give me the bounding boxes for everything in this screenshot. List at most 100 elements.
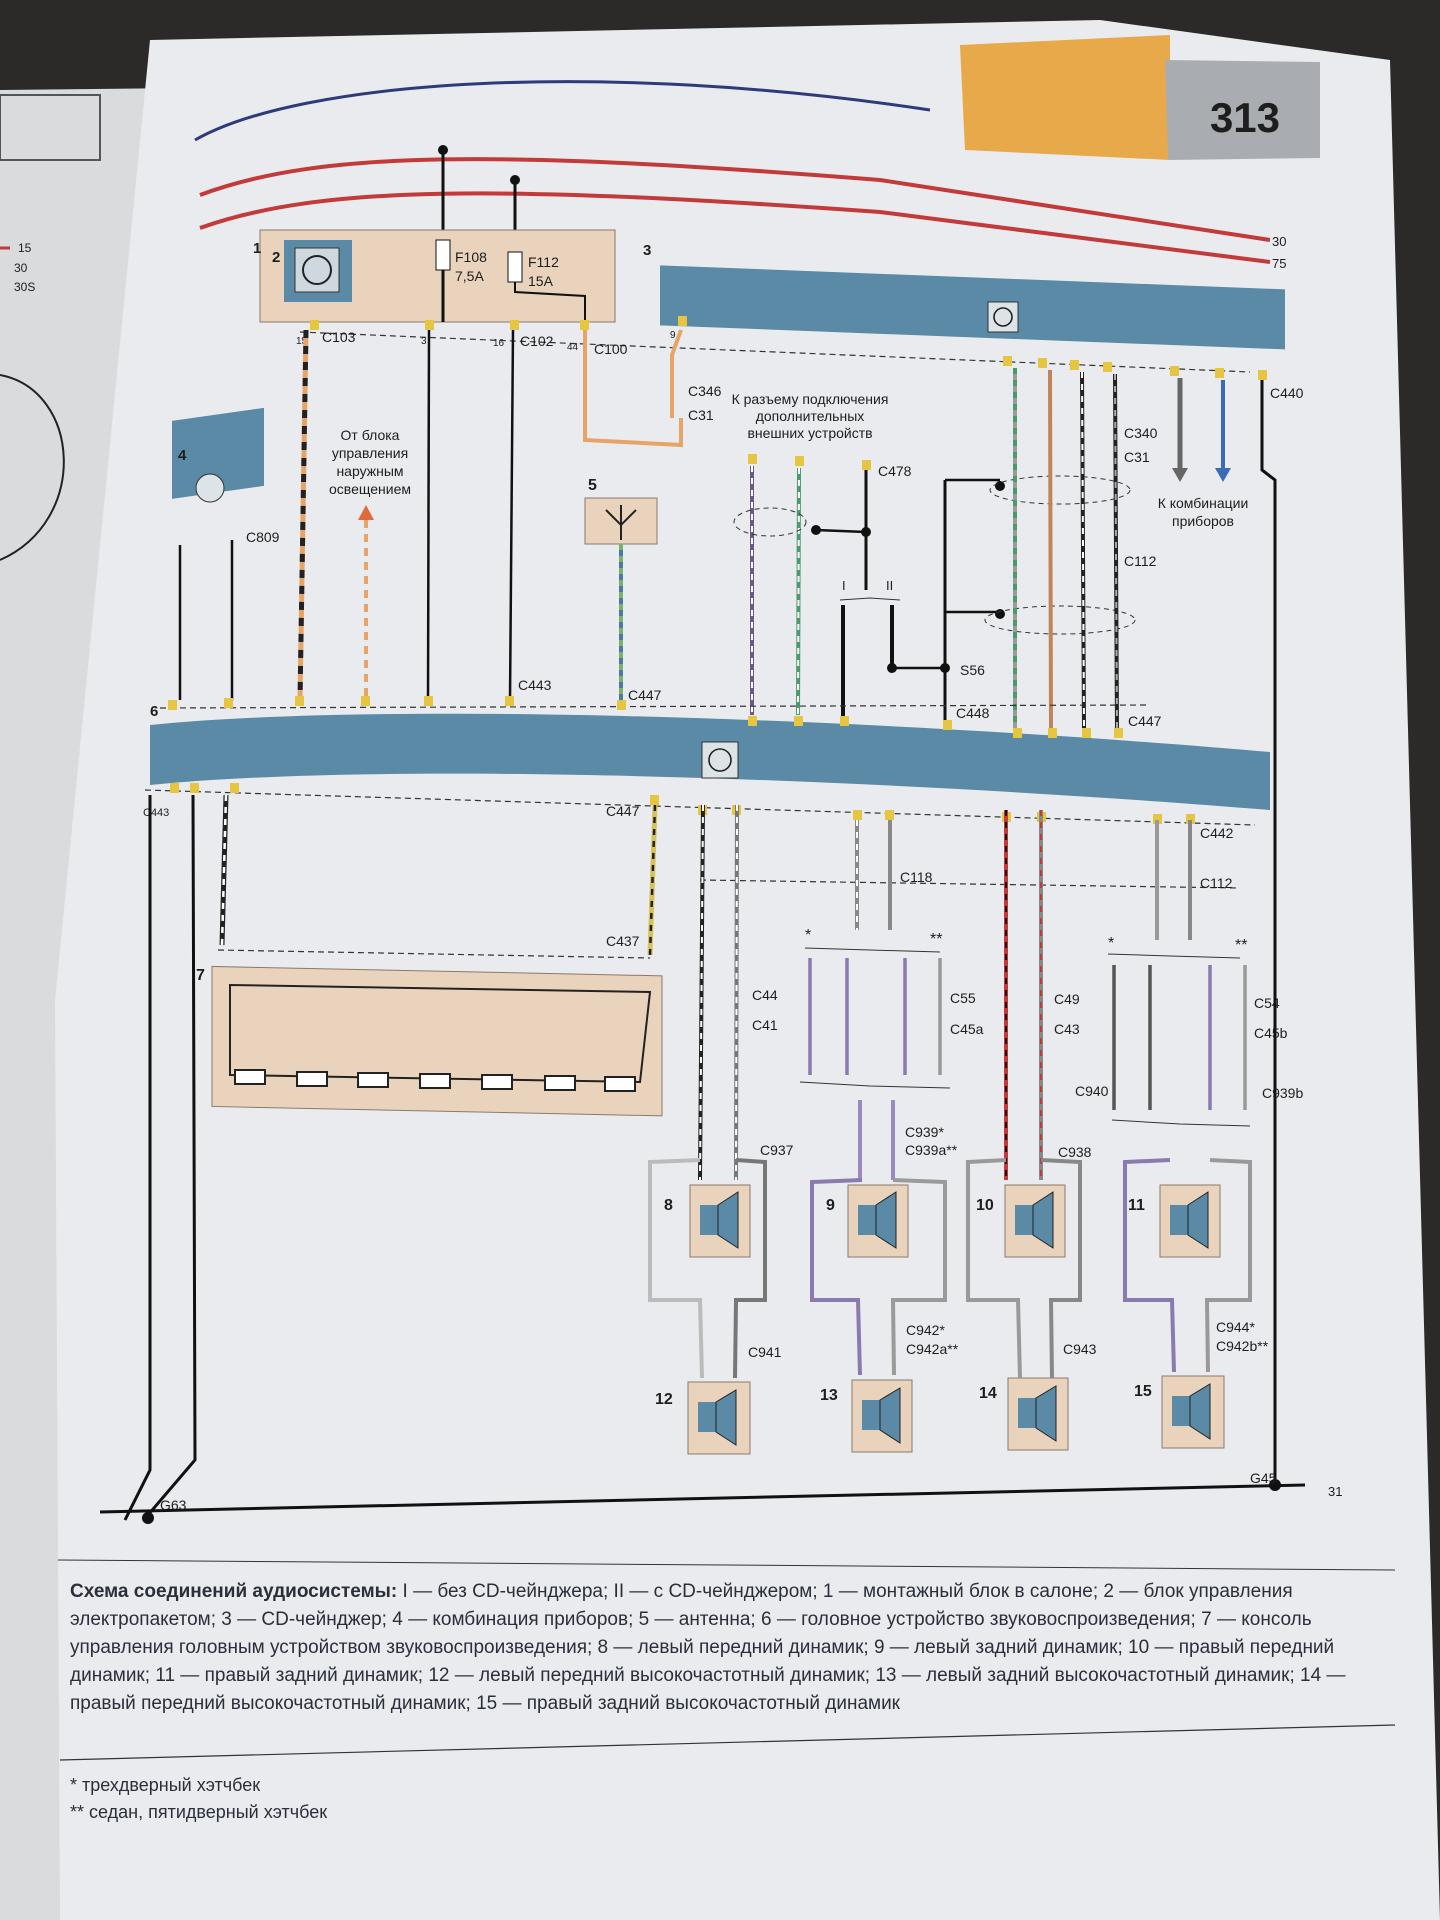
connector-c939b: C939b (1262, 1085, 1303, 1101)
component-7-label: 7 (196, 967, 205, 984)
connector-c443-b: C443 (143, 807, 169, 819)
connector-c942a: C942a** (906, 1341, 959, 1357)
ground-bus-31 (99, 1483, 1306, 1514)
footnote-star-one: * (805, 927, 811, 944)
left-label-15: 15 (18, 241, 32, 255)
header-tab-gray (1165, 60, 1320, 160)
connector-c447-b: C447 (1128, 713, 1162, 729)
connector-c41: C41 (752, 1017, 778, 1033)
speaker-11 (1159, 1184, 1221, 1258)
connector-c944: C944* (1216, 1319, 1255, 1335)
page-paper (55, 20, 1440, 1920)
connector-c478: C478 (878, 463, 912, 479)
light-block-line4: освещением (329, 481, 411, 497)
speaker-icon (1187, 1191, 1209, 1249)
connector-c346: C346 (688, 383, 722, 399)
connector-c45b: C45b (1254, 1025, 1288, 1041)
fuse-f112-icon (507, 251, 523, 283)
connector-c943: C943 (1063, 1341, 1097, 1357)
version-2-label: II (886, 578, 893, 593)
connector-c809: C809 (246, 529, 280, 545)
component-2-label: 2 (272, 249, 280, 266)
connector-c448: C448 (956, 705, 990, 721)
fuse-f108-name: F108 (455, 249, 487, 265)
cluster-line2: приборов (1172, 513, 1234, 529)
version-1-label: I (842, 578, 846, 593)
light-block-line2: управления (332, 445, 408, 461)
wire-orange-c100 (583, 330, 683, 448)
component-14-label: 14 (979, 1385, 997, 1402)
speaker-icon (1189, 1383, 1211, 1440)
svg-text:16: 16 (493, 338, 505, 349)
speaker-icon (717, 1191, 739, 1249)
bus-30-label: 30 (1272, 234, 1286, 249)
component-4-label: 4 (178, 447, 187, 464)
component-3-label: 3 (643, 242, 651, 259)
speaker-8 (689, 1184, 751, 1258)
speaker-icon (715, 1389, 737, 1446)
connector-c55: C55 (950, 990, 976, 1006)
component-5-label: 5 (588, 477, 597, 494)
connector-c443-a: C443 (518, 677, 552, 693)
speaker-icon (1032, 1191, 1054, 1249)
speaker-9 (847, 1184, 909, 1258)
connector-c939: C939* (905, 1124, 944, 1140)
ext-line2: дополнительных (756, 408, 865, 424)
component-6-label: 6 (150, 703, 158, 720)
splice-s56: S56 (960, 662, 985, 678)
connector-c938: C938 (1058, 1144, 1092, 1160)
component-12-label: 12 (655, 1391, 673, 1408)
ground-g63: G63 (160, 1497, 187, 1513)
connector-c54: C54 (1254, 995, 1280, 1011)
footnote-1: * трехдверный хэтчбек (70, 1775, 261, 1795)
speaker-icon (1035, 1385, 1057, 1442)
bus-75 (199, 191, 1271, 264)
connector-c103: C103 (322, 329, 356, 345)
speaker-10 (1004, 1184, 1066, 1258)
connector-c447-a: C447 (628, 687, 662, 703)
bus-31-label: 31 (1328, 1484, 1342, 1499)
component-11-label: 11 (1128, 1197, 1145, 1214)
connector-c118: C118 (900, 869, 933, 885)
cd-changer-module (660, 265, 1285, 350)
connector-c941: C941 (748, 1344, 782, 1360)
connector-c942b: C942b** (1216, 1338, 1269, 1354)
transistor-icon-2 (302, 255, 332, 285)
cd-changer-icon (987, 301, 1019, 333)
bus-30 (199, 157, 1271, 242)
connector-c44: C44 (752, 987, 778, 1003)
speaker-icon (879, 1387, 901, 1444)
tweeter-15 (1161, 1375, 1225, 1449)
arrow-down-icon (1172, 468, 1188, 482)
component-15-label: 15 (1134, 1383, 1152, 1400)
connector-c43: C43 (1054, 1021, 1080, 1037)
connector-c49: C49 (1054, 991, 1080, 1007)
footnote-star-one-b: * (1108, 935, 1114, 952)
fuse-f108-icon (435, 239, 451, 271)
fuse-f108-rating: 7,5A (455, 268, 484, 284)
connector-c100: C100 (594, 341, 628, 357)
connector-c102: C102 (520, 333, 554, 349)
connector-c340: C340 (1124, 425, 1158, 441)
fuse-f112-name: F112 (528, 254, 559, 270)
connector-c442: C442 (1200, 825, 1234, 841)
tweeter-12 (687, 1381, 751, 1455)
connector-c940: C940 (1075, 1083, 1109, 1099)
ext-line1: К разъему подключения (732, 391, 889, 407)
instrument-cluster-module (172, 407, 264, 499)
speaker-icon (875, 1191, 897, 1249)
arrow-down-icon (1215, 468, 1231, 482)
component-9-label: 9 (826, 1197, 835, 1214)
footnote-star-two: ** (930, 931, 942, 948)
connector-c937: C937 (760, 1142, 794, 1158)
connector-c437: C437 (606, 933, 640, 949)
component-10-label: 10 (976, 1197, 994, 1214)
fuse-f112-rating: 15A (528, 273, 554, 289)
ground-g45: G45 (1250, 1470, 1277, 1486)
svg-text:3: 3 (421, 336, 427, 347)
header-tab-orange (960, 35, 1170, 160)
antenna-icon (605, 505, 637, 540)
connector-c112-b: C112 (1200, 875, 1233, 891)
